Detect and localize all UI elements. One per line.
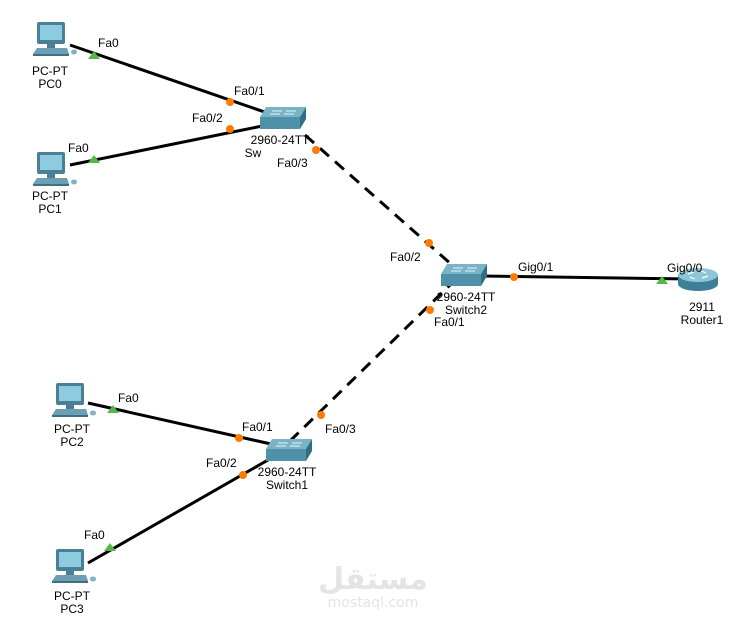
link-pc1-switch0[interactable] xyxy=(69,120,283,167)
switch0-label: 2960-24TT Sw xyxy=(245,133,310,160)
pc2-name: PC2 xyxy=(60,435,84,449)
pc0-name: PC0 xyxy=(38,77,62,91)
port-indicator-r1-gig00 xyxy=(656,276,668,284)
switch0-name: Sw xyxy=(244,146,262,160)
port-label-sw2-gig01: Gig0/1 xyxy=(518,260,554,274)
switch1-icon[interactable] xyxy=(265,438,313,462)
pc3-model: PC-PT xyxy=(54,589,90,603)
port-indicator-sw0-fa02 xyxy=(226,125,234,133)
port-label-pc3-fa0: Fa0 xyxy=(84,528,105,542)
port-indicator-sw1-fa03 xyxy=(317,411,325,419)
links xyxy=(69,43,691,565)
pc2-label: PC-PT PC2 xyxy=(54,423,90,449)
switch1-label: 2960-24TT Switch1 xyxy=(258,466,317,492)
port-indicator-pc1-fa0 xyxy=(88,155,100,163)
link-pc3-switch1[interactable] xyxy=(87,454,276,565)
port-label-sw0-fa01: Fa0/1 xyxy=(234,84,265,98)
pc0-label: PC-PT PC0 xyxy=(32,65,68,91)
port-label-sw1-fa03: Fa0/3 xyxy=(325,422,356,436)
router1-label: 2911 Router1 xyxy=(681,301,724,327)
port-indicator-sw0-fa01 xyxy=(226,98,234,106)
watermark-latin: mostaql.com xyxy=(327,595,419,611)
switch0-model: 2960-24TT xyxy=(250,133,310,147)
port-label-sw2-fa01: Fa0/1 xyxy=(434,315,465,329)
pc1-label: PC-PT PC1 xyxy=(32,190,68,216)
pc2-model: PC-PT xyxy=(54,422,90,436)
pc1-model: PC-PT xyxy=(32,189,68,203)
switch2-model: 2960-24TT xyxy=(436,290,496,304)
port-indicator-pc2-fa0 xyxy=(107,405,119,413)
pc0-model: PC-PT xyxy=(32,64,68,78)
port-label-sw0-fa02: Fa0/2 xyxy=(192,111,223,125)
port-indicator-sw2-gig01 xyxy=(510,273,518,281)
watermark: مستقل mostaql.com xyxy=(318,562,428,612)
port-indicator-sw2-fa02 xyxy=(425,239,433,247)
pc1-icon[interactable] xyxy=(33,152,77,186)
pc1-name: PC1 xyxy=(38,202,62,216)
port-label-pc2-fa0: Fa0 xyxy=(118,391,139,405)
port-label-sw1-fa02: Fa0/2 xyxy=(206,456,237,470)
router1-model: 2911 xyxy=(689,300,715,314)
switch1-name: Switch1 xyxy=(265,478,309,492)
port-label-r1-gig00: Gig0/0 xyxy=(667,261,703,275)
switch2-name: Switch2 xyxy=(444,303,488,317)
port-indicator-sw2-fa01 xyxy=(426,306,434,314)
switch2-label: 2960-24TT Switch2 xyxy=(437,291,496,317)
pc0-icon[interactable] xyxy=(33,22,77,56)
pc3-name: PC3 xyxy=(60,602,84,616)
port-indicator-pc3-fa0 xyxy=(104,543,116,551)
switch2-icon[interactable] xyxy=(440,263,488,287)
watermark-arabic: مستقل xyxy=(318,562,428,597)
link-switch0-switch2[interactable] xyxy=(304,133,461,274)
link-pc2-switch1[interactable] xyxy=(87,401,281,448)
link-pc0-switch0[interactable] xyxy=(69,43,283,120)
port-label-pc0-fa0: Fa0 xyxy=(98,36,119,50)
link-switch1-switch2[interactable] xyxy=(288,283,452,443)
switch0-icon[interactable] xyxy=(259,106,307,130)
port-label-sw1-fa01: Fa0/1 xyxy=(242,420,273,434)
port-indicator-sw0-fa03 xyxy=(312,146,320,154)
switch1-model: 2960-24TT xyxy=(257,465,317,479)
pc2-icon[interactable] xyxy=(52,383,96,417)
port-indicator-sw1-fa01 xyxy=(235,434,243,442)
router1-name: Router1 xyxy=(680,313,724,327)
port-label-sw2-fa02: Fa0/2 xyxy=(390,250,421,264)
pc3-icon[interactable] xyxy=(52,549,96,583)
port-indicator-pc0-fa0 xyxy=(88,51,100,59)
port-label-pc1-fa0: Fa0 xyxy=(68,141,89,155)
port-label-sw0-fa03: Fa0/3 xyxy=(277,156,308,170)
port-indicator-sw1-fa02 xyxy=(239,471,247,479)
port-indicators xyxy=(88,51,668,551)
pc3-label: PC-PT PC3 xyxy=(54,590,90,616)
